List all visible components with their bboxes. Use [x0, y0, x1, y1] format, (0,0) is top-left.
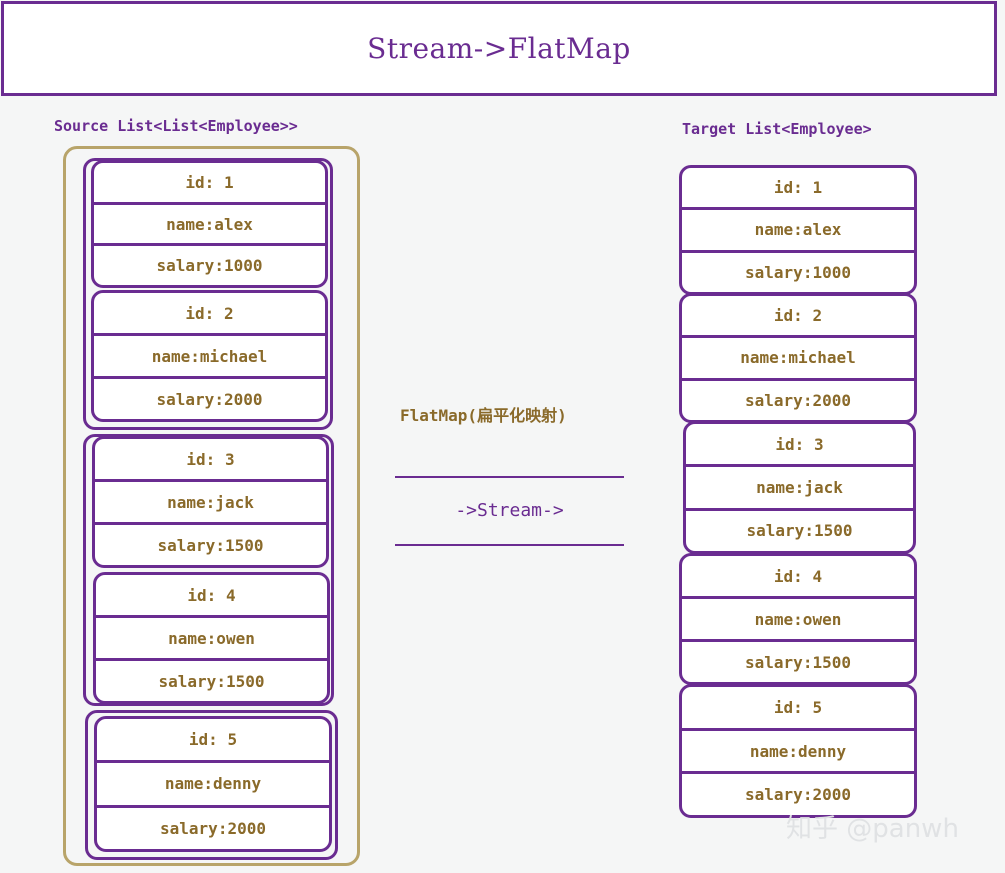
- source-employee-card-1: id: 1 name:alex salary:1000: [91, 160, 328, 288]
- employee-salary: salary:1500: [746, 521, 853, 541]
- divider-top: [395, 476, 624, 478]
- employee-salary: salary:2000: [160, 818, 266, 838]
- employee-id: id: 2: [94, 293, 325, 336]
- employee-id: id: 3: [95, 439, 326, 482]
- stream-arrow-label: ->Stream->: [455, 500, 564, 521]
- employee-name: name:denny: [682, 731, 914, 775]
- source-inner-list-3: [85, 710, 338, 860]
- source-inner-list-1: [83, 158, 333, 430]
- target-list-label: Target List<Employee>: [682, 120, 872, 138]
- employee-salary: salary:2000: [745, 390, 851, 410]
- diagram-title: Stream->FlatMap: [367, 32, 631, 65]
- target-employee-card-4: id: 4 name:owen salary:1500: [679, 553, 917, 685]
- employee-name: name:michael: [682, 338, 914, 381]
- employee-name: name:owen: [96, 618, 327, 661]
- employee-salary: salary:1500: [158, 671, 265, 691]
- employee-name: name:alex: [94, 205, 325, 247]
- watermark: 知乎 @panwh: [786, 814, 959, 844]
- employee-name: name:jack: [686, 467, 913, 511]
- employee-salary: salary:1500: [745, 652, 851, 672]
- employee-id: id: 3: [686, 424, 913, 468]
- employee-id: id: 1: [682, 168, 914, 211]
- employee-name: name:denny: [97, 763, 329, 808]
- employee-id: id: 5: [97, 719, 329, 764]
- employee-salary: salary:1000: [745, 262, 851, 282]
- source-list-label: Source List<List<Employee>>: [54, 117, 298, 135]
- employee-name: name:jack: [95, 482, 326, 525]
- source-employee-card-3: id: 3 name:jack salary:1500: [92, 436, 329, 568]
- employee-salary: salary:1000: [156, 256, 263, 276]
- source-outer-list: [63, 146, 360, 866]
- employee-id: id: 4: [682, 556, 914, 599]
- source-employee-card-4: id: 4 name:owen salary:1500: [93, 572, 330, 704]
- employee-salary: salary:2000: [745, 785, 851, 805]
- employee-id: id: 4: [96, 575, 327, 618]
- employee-id: id: 5: [682, 687, 914, 731]
- source-inner-list-2: [83, 434, 334, 706]
- employee-name: name:alex: [682, 210, 914, 253]
- employee-id: id: 2: [682, 296, 914, 339]
- target-employee-card-1: id: 1 name:alex salary:1000: [679, 165, 917, 295]
- flatmap-label: FlatMap(扁平化映射): [400, 406, 567, 425]
- employee-name: name:owen: [682, 599, 914, 642]
- title-banner: Stream->FlatMap: [1, 1, 997, 96]
- target-employee-card-5: id: 5 name:denny salary:2000: [679, 684, 917, 818]
- employee-salary: salary:1500: [157, 535, 264, 555]
- employee-id: id: 1: [94, 163, 325, 205]
- target-employee-card-3: id: 3 name:jack salary:1500: [683, 421, 916, 554]
- employee-salary: salary:2000: [156, 389, 263, 409]
- target-employee-card-2: id: 2 name:michael salary:2000: [679, 293, 917, 423]
- employee-name: name:michael: [94, 336, 325, 379]
- source-employee-card-5: id: 5 name:denny salary:2000: [94, 716, 332, 852]
- source-employee-card-2: id: 2 name:michael salary:2000: [91, 290, 328, 422]
- divider-bottom: [395, 544, 624, 546]
